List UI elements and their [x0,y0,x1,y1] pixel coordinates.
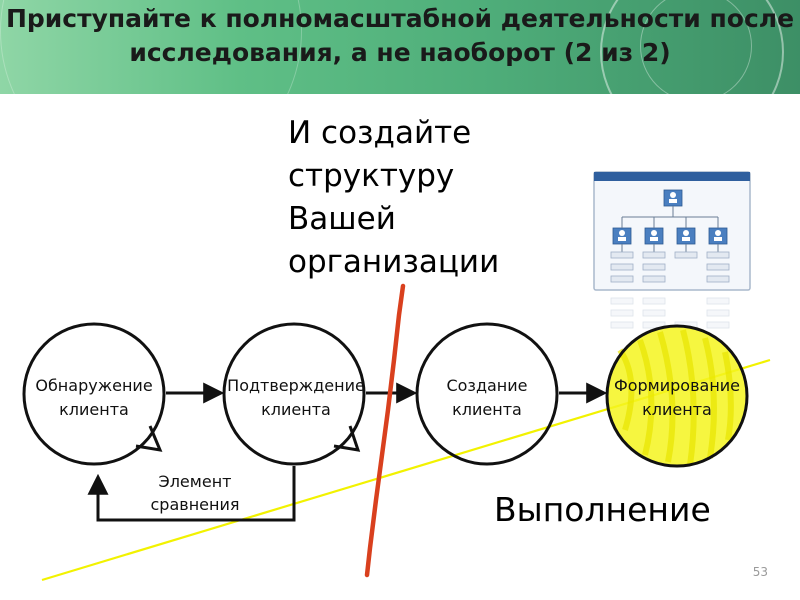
feedback-loop-line [87,466,296,522]
node-label-validation: Подтверждение клиента [227,376,365,419]
loop-arrow-discovery [135,425,163,452]
slide-title: Приступайте к полномасштабной деятельнос… [5,4,795,67]
banner-decor-arc [600,0,784,94]
org-chart-reflection [610,297,730,329]
banner-decor-arc [640,0,752,94]
slide-subtitle: И создайте структуру Вашей организации [288,115,500,280]
building-highlight [607,326,747,466]
node-label-building: Формирование клиента [613,376,741,419]
node-label-creation: Создание клиента [446,376,528,419]
execution-label: Выполнение [494,490,711,529]
page-number: 53 [752,565,768,579]
discovery-circle [22,322,166,466]
feedback-label: Элемент сравнения [150,472,240,514]
org-chart-icon [593,171,751,291]
title-banner [0,0,800,94]
red-divider-line [364,283,406,578]
node-label-discovery: Обнаружение клиента [35,376,153,419]
loop-arrow-validation [333,425,361,452]
